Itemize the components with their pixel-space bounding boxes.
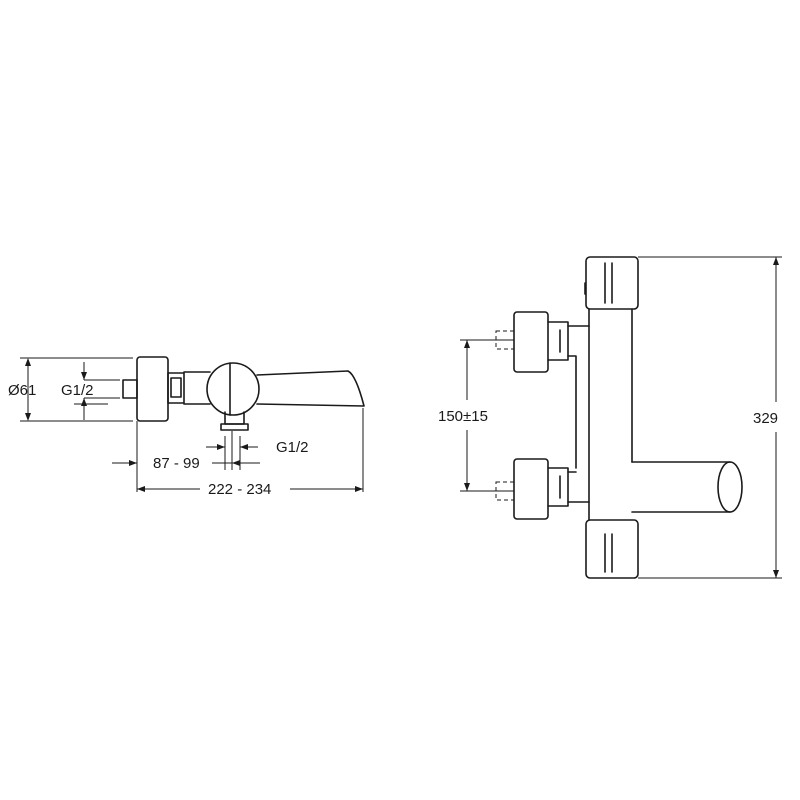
label-diameter: Ø61 (8, 382, 36, 399)
front-main-body (588, 308, 633, 521)
side-spout (256, 370, 365, 407)
front-view (460, 256, 782, 579)
side-handle-block (136, 356, 169, 422)
label-center-distance: 150±15 (438, 408, 488, 425)
front-bottom-handle (585, 519, 639, 579)
label-total-length: 222 - 234 (208, 481, 271, 498)
side-round-body (206, 362, 260, 416)
side-inlet-pipe (122, 379, 138, 399)
front-spout (631, 461, 731, 513)
side-view (20, 356, 365, 492)
front-spout-end (717, 461, 743, 513)
label-total-height: 329 (753, 410, 778, 427)
front-upper-connector (513, 311, 549, 373)
label-thread-side: G1/2 (61, 382, 94, 399)
front-lower-connector (513, 458, 549, 520)
front-top-handle (585, 256, 639, 310)
label-offset-range: 87 - 99 (153, 455, 200, 472)
side-connector (167, 372, 185, 404)
label-thread-bottom: G1/2 (276, 439, 309, 456)
